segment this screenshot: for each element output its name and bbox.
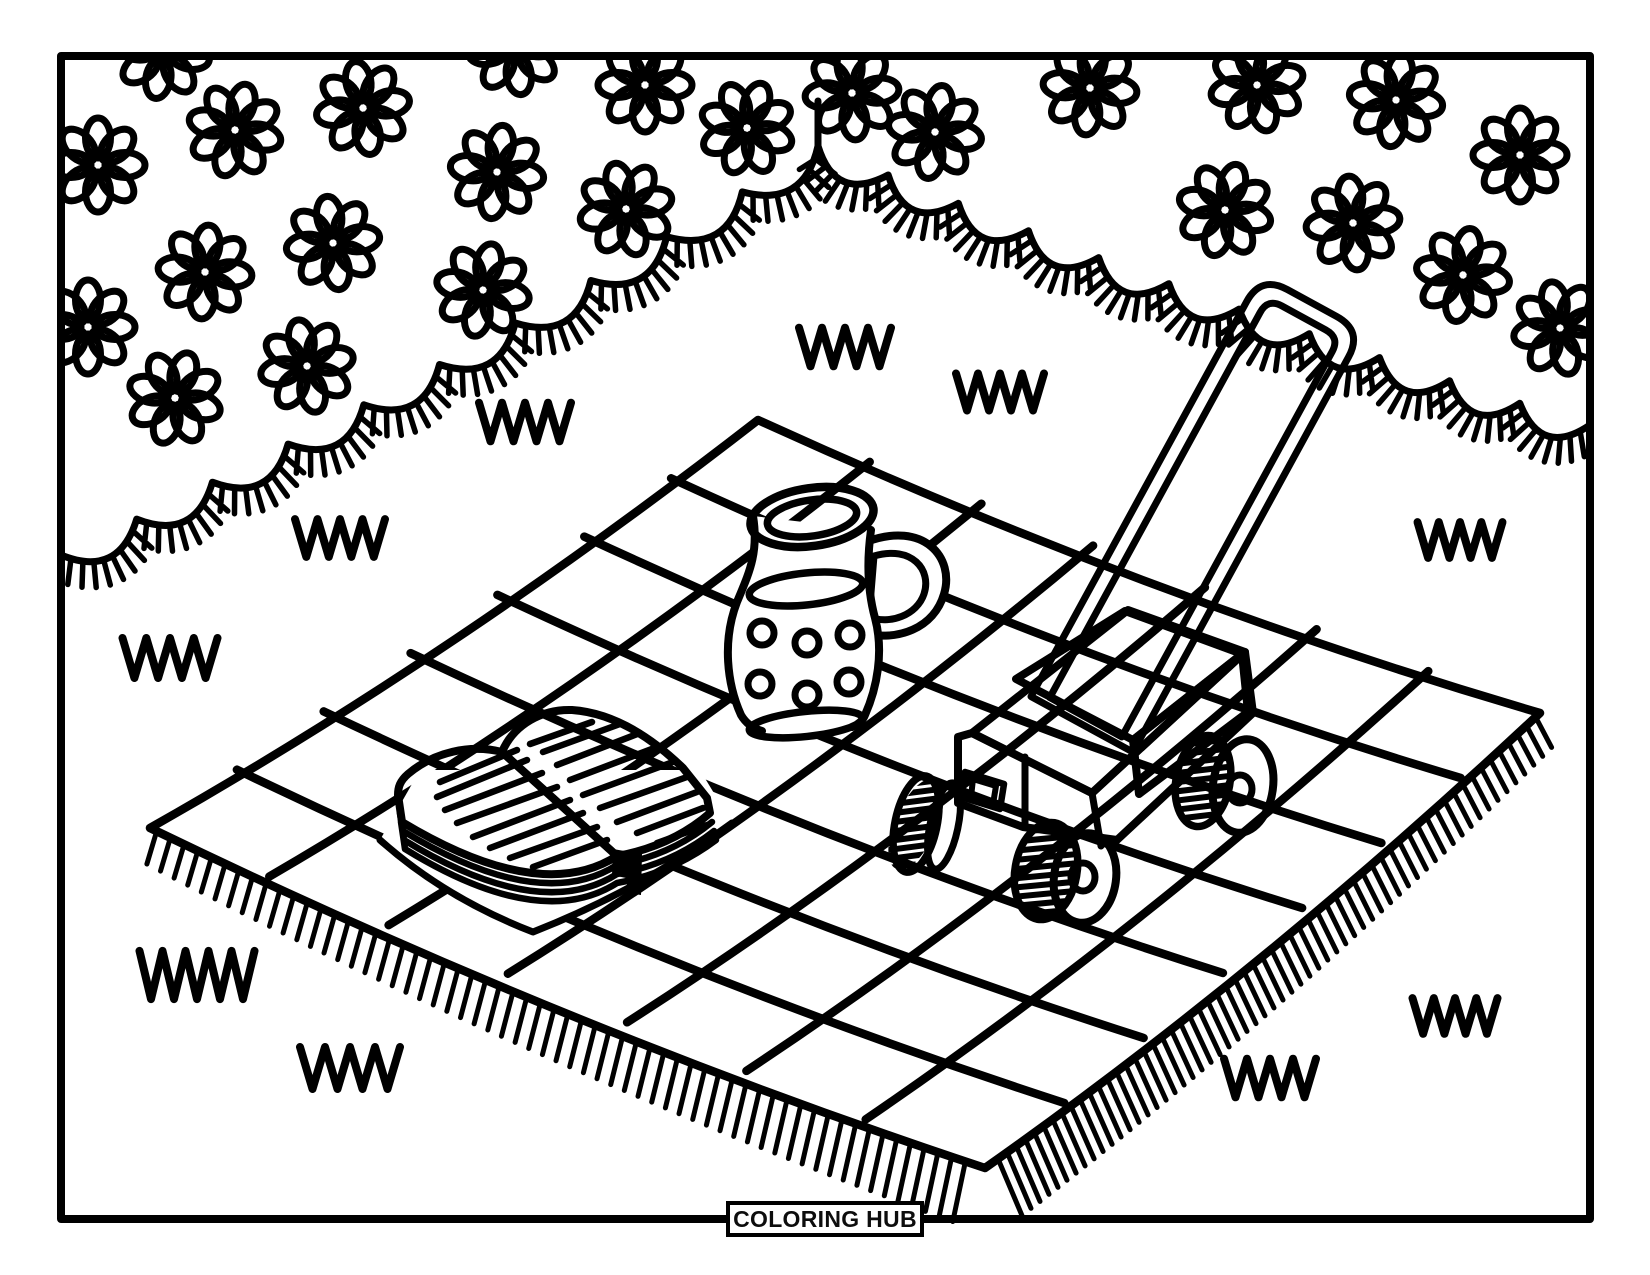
wheel-disc (1049, 829, 1121, 927)
mower-badge (957, 768, 1008, 813)
daisy-flower (1345, 56, 1447, 151)
daisy-flower (698, 79, 796, 177)
daisy-flower (313, 58, 413, 158)
pitcher (723, 482, 951, 742)
book-bookmark (612, 849, 642, 895)
pitcher-waterline (745, 568, 867, 610)
wheel-rear-left (876, 772, 964, 876)
grass-tuft (296, 1043, 404, 1093)
wheel-cap (924, 779, 964, 873)
daisy-flower (433, 240, 533, 340)
pitcher-handle-hole (865, 549, 930, 624)
daisy-flower (257, 316, 357, 416)
daisy-flower (154, 221, 256, 323)
grass-tuft (1220, 1054, 1320, 1102)
flower-field (61, 56, 1590, 447)
pitcher-dot (791, 627, 823, 659)
daisy-flower (464, 56, 566, 99)
pitcher-handle-fill (862, 535, 947, 636)
daisy-flower (282, 192, 384, 294)
grass-tuft (475, 398, 575, 446)
wheel-disc (1208, 735, 1278, 837)
wheel-front (1000, 818, 1121, 927)
pitcher-handle (858, 531, 951, 640)
book-text-lines (433, 718, 711, 871)
daisy-flower (801, 56, 903, 144)
daisy-flower (1469, 104, 1571, 206)
grass-tuft (135, 946, 259, 1004)
grass-tuft (795, 323, 895, 371)
book-left-page (394, 744, 621, 879)
daisy-flower (126, 349, 224, 447)
hedge-hatching (65, 152, 1588, 591)
pitcher-rim-outer (746, 482, 878, 552)
open-book (376, 705, 736, 936)
mower-engine-cover-side (1129, 650, 1252, 798)
pitcher-body-outline (723, 512, 884, 735)
wheel-hub (1067, 859, 1099, 895)
pitcher-dot (744, 668, 776, 700)
wheel-hub (1224, 771, 1256, 807)
daisy-flower (1413, 225, 1513, 325)
pitcher-dot (833, 666, 865, 698)
grass-tuft (952, 369, 1048, 415)
daisy-flower (61, 114, 149, 216)
daisy-flower (1302, 172, 1404, 274)
daisy-flower (1510, 278, 1590, 378)
grass-tuft (1408, 994, 1502, 1038)
daisy-flower (61, 276, 139, 378)
daisy-flower (1175, 160, 1275, 260)
grass-tuft (1413, 518, 1507, 562)
wheel-tread (1010, 818, 1082, 924)
hedge (57, 56, 1594, 591)
daisy-flower (576, 159, 676, 259)
branding-label: COLORING HUB (733, 1205, 917, 1232)
hedge-scallop-edge (57, 142, 1594, 566)
grass-tuft (118, 634, 222, 682)
daisy-flower (1039, 56, 1141, 139)
daisy-flower (446, 121, 548, 223)
grass-tuft (291, 515, 389, 561)
wheel-rear-right (1161, 731, 1278, 837)
mower-badge-inner (968, 776, 999, 807)
daisy-flower (1207, 56, 1307, 135)
wheel-ribs (1000, 821, 1092, 921)
mower-deck-skirt (954, 648, 1257, 844)
book-page-block (395, 800, 720, 905)
pitcher-dot (746, 617, 778, 649)
mower-handle (1027, 281, 1358, 756)
book-cover-edge (376, 819, 736, 936)
wheel-ribs (876, 773, 956, 874)
wheel-ribs (1161, 733, 1245, 825)
daisy-flower (885, 82, 985, 182)
grass (118, 323, 1507, 1102)
daisy-flower (185, 80, 285, 180)
pitcher-rim-inner (763, 495, 861, 541)
blanket-fringe (144, 714, 1555, 1224)
pitcher-dot (834, 619, 866, 651)
branding-box: COLORING HUB (726, 1201, 924, 1237)
lawn-mower (876, 281, 1358, 927)
pitcher-dot (791, 679, 823, 711)
